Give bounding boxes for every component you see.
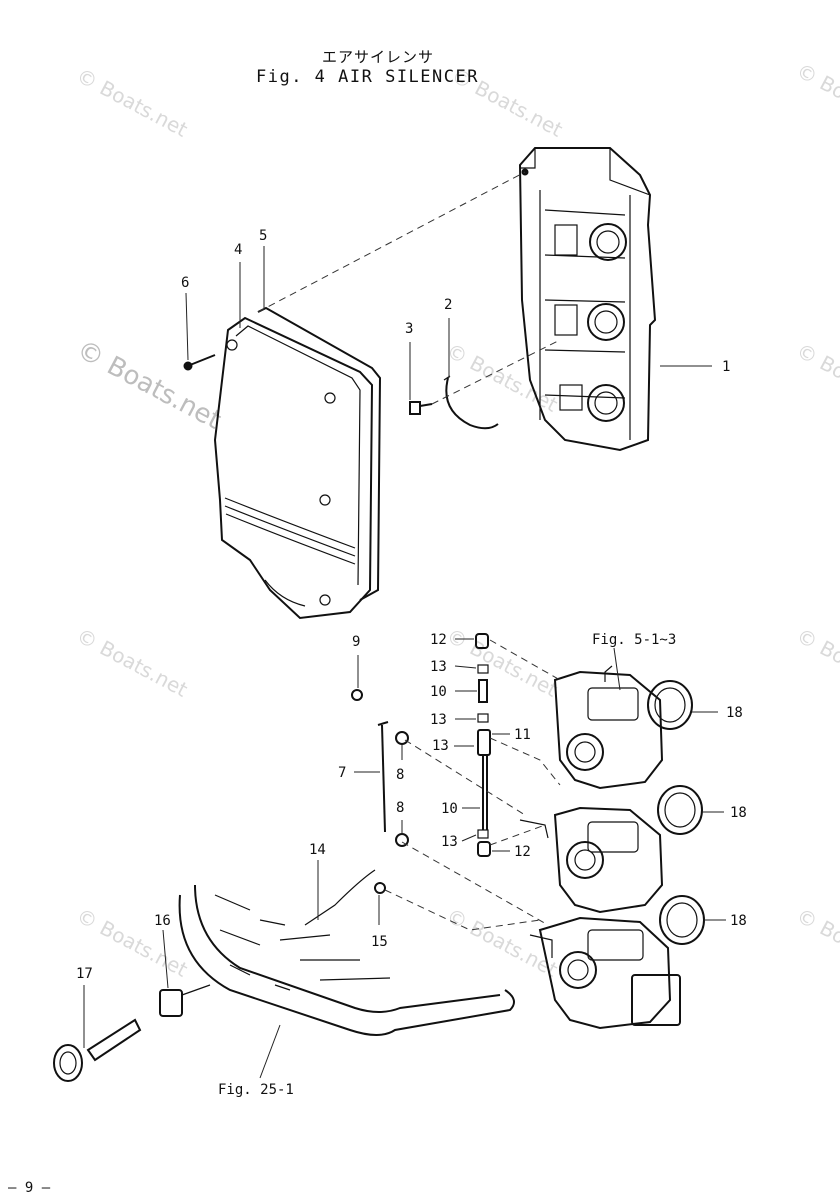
bottom-cowl-bracket bbox=[178, 884, 515, 1036]
link-rod-part-7 bbox=[377, 721, 389, 833]
watermark-text: © Boats.net bbox=[793, 903, 840, 982]
callout-8-upper: 8 bbox=[396, 767, 404, 783]
fitting-part-8-upper bbox=[395, 731, 409, 745]
fuel-hose-assembly bbox=[475, 633, 491, 857]
callout-12-lower: 12 bbox=[514, 844, 531, 860]
watermark-text: © Boats.net bbox=[793, 58, 840, 137]
gasket-part-18-top bbox=[647, 680, 693, 730]
figure-reference-carburetor: Fig. 5-1~3 bbox=[592, 632, 676, 648]
air-silencer-case bbox=[518, 147, 657, 452]
callout-13-a: 13 bbox=[430, 659, 447, 675]
callout-5: 5 bbox=[259, 228, 267, 244]
callout-10-upper: 10 bbox=[430, 684, 447, 700]
watermark-text: © Boats.net bbox=[793, 623, 840, 702]
watermark-text: © Boats.net bbox=[72, 335, 226, 436]
callout-13-c: 13 bbox=[432, 738, 449, 754]
callout-14: 14 bbox=[309, 842, 326, 858]
callout-1: 1 bbox=[722, 359, 730, 375]
callout-2: 2 bbox=[444, 297, 452, 313]
figure-reference-bracket: Fig. 25-1 bbox=[218, 1082, 294, 1098]
callout-13-d: 13 bbox=[441, 834, 458, 850]
watermark-text: © Boats.net bbox=[443, 623, 562, 702]
carburetor-bottom bbox=[529, 916, 681, 1030]
callout-8-lower: 8 bbox=[396, 800, 404, 816]
gasket-part-18-bottom bbox=[659, 895, 705, 945]
callout-6: 6 bbox=[181, 275, 189, 291]
leader-lines bbox=[83, 246, 726, 1079]
callout-11: 11 bbox=[514, 727, 531, 743]
silencer-cover bbox=[213, 306, 382, 620]
carburetor-middle bbox=[519, 806, 664, 914]
gasket-part-18-middle bbox=[657, 785, 703, 835]
knob-part-17 bbox=[53, 1018, 142, 1082]
choke-cable-part-14 bbox=[304, 869, 386, 926]
callout-7: 7 bbox=[338, 765, 346, 781]
callout-9: 9 bbox=[352, 634, 360, 650]
callout-18-upper: 18 bbox=[726, 705, 743, 721]
figure-title: Fig. 4 AIR SILENCER bbox=[256, 67, 479, 87]
callout-16: 16 bbox=[154, 913, 171, 929]
callout-18-middle: 18 bbox=[730, 805, 747, 821]
bolt-part-3 bbox=[409, 401, 433, 415]
watermark-text: © Boats.net bbox=[443, 903, 562, 982]
callout-15: 15 bbox=[371, 934, 388, 950]
callout-4: 4 bbox=[234, 242, 242, 258]
callout-17: 17 bbox=[76, 966, 93, 982]
figure-title-japanese: エアサイレンサ bbox=[322, 48, 434, 66]
watermark-text: © Boats.net bbox=[73, 623, 192, 702]
watermark-text: © Boats.net bbox=[443, 338, 562, 417]
callout-12-upper: 12 bbox=[430, 632, 447, 648]
callout-3: 3 bbox=[405, 321, 413, 337]
watermark-text: © Boats.net bbox=[793, 338, 840, 417]
callout-18-lower: 18 bbox=[730, 913, 747, 929]
watermark-text: © Boats.net bbox=[73, 63, 192, 142]
clip-part-9 bbox=[351, 689, 363, 701]
screw-part-6 bbox=[183, 354, 216, 371]
switch-part-16 bbox=[159, 984, 211, 1017]
callout-10-lower: 10 bbox=[441, 801, 458, 817]
carburetor-top bbox=[553, 665, 664, 790]
callout-13-b: 13 bbox=[430, 712, 447, 728]
page-number: – 9 – bbox=[8, 1180, 51, 1196]
